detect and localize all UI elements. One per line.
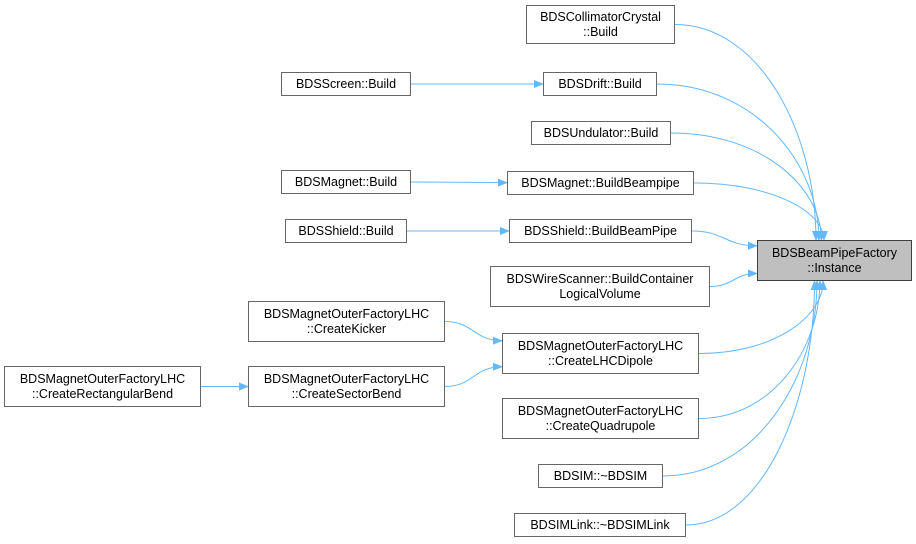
node-label-line: BDSMagnetOuterFactoryLHC — [517, 403, 684, 418]
node-label-line: BDSIMLink::~BDSIMLink — [530, 517, 670, 532]
edge-n_magnet_build-to-n_magnet_beampipe — [410, 178, 508, 187]
node-label-line: BDSShield::BuildBeamPipe — [524, 223, 677, 238]
node-bdsmagnetouterfactorylhc-createquadrupole[interactable]: BDSMagnetOuterFactoryLHC ::CreateQuadrup… — [502, 398, 699, 439]
edge-n_drift-to-n_instance — [656, 83, 823, 241]
node-bdsimlink-destructor[interactable]: BDSIMLink::~BDSIMLink — [514, 513, 686, 537]
node-bdsshield-build[interactable]: BDSShield::Build — [285, 219, 407, 243]
node-label-line: ::CreateKicker — [306, 321, 387, 336]
node-label-line: ::CreateLHCDipole — [548, 353, 653, 368]
node-label-line: BDSWireScanner::BuildContainer — [506, 271, 694, 286]
node-label-line: BDSShield::Build — [298, 223, 394, 238]
edge-n_undulator-to-n_instance — [670, 132, 826, 241]
node-label-line: BDSIM::~BDSIM — [553, 468, 648, 483]
edge-n_shield_beampipe-to-n_instance — [691, 230, 758, 250]
node-bdsmagnetouterfactorylhc-createsectorbend[interactable]: BDSMagnetOuterFactoryLHC ::CreateSectorB… — [248, 366, 445, 407]
node-bdswirescanner-buildcontainerlogicalvolume[interactable]: BDSWireScanner::BuildContainer LogicalVo… — [490, 266, 710, 307]
node-label-line: ::Instance — [807, 260, 862, 275]
node-bdsdrift-build[interactable]: BDSDrift::Build — [543, 72, 657, 96]
node-label-line: BDSMagnetOuterFactoryLHC — [263, 371, 430, 386]
node-label-line: BDSMagnetOuterFactoryLHC — [19, 371, 186, 386]
node-label-line: BDSUndulator::Build — [543, 125, 659, 140]
edge-n_magnet_beampipe-to-n_instance — [693, 182, 828, 241]
edge-n_lhcdipole-to-n_instance — [698, 280, 828, 354]
node-label-line: LogicalVolume — [559, 286, 641, 301]
node-label-line: ::CreateQuadrupole — [545, 418, 656, 433]
edge-n_kicker-to-n_lhcdipole — [444, 321, 503, 345]
node-label-line: BDSDrift::Build — [558, 76, 642, 91]
node-bdsmagnetouterfactorylhc-createlhcdipole[interactable]: BDSMagnetOuterFactoryLHC ::CreateLHCDipo… — [502, 333, 699, 374]
edge-n_wirescanner-to-n_instance — [709, 269, 758, 287]
node-bdsmagnet-build[interactable]: BDSMagnet::Build — [281, 170, 411, 194]
node-label-line: BDSMagnet::Build — [294, 174, 398, 189]
node-label-line: BDSMagnetOuterFactoryLHC — [263, 306, 430, 321]
node-bdsmagnetouterfactorylhc-createkicker[interactable]: BDSMagnetOuterFactoryLHC ::CreateKicker — [248, 301, 445, 342]
node-bdscollimatorcrystal-build[interactable]: BDSCollimatorCrystal ::Build — [526, 5, 675, 44]
node-label-line: BDSMagnet::BuildBeampipe — [521, 175, 680, 190]
edge-n_sectorbend-to-n_lhcdipole — [444, 362, 503, 387]
node-label-line: BDSMagnetOuterFactoryLHC — [517, 338, 684, 353]
node-bdsbeampipefactory-instance: BDSBeamPipeFactory ::Instance — [757, 240, 912, 281]
node-label-line: ::CreateSectorBend — [291, 386, 402, 401]
node-label-line: ::Build — [583, 24, 618, 39]
edge-n_quadrupole-to-n_instance — [698, 280, 824, 419]
edge-n_collimator-to-n_instance — [674, 24, 820, 241]
node-label-line: BDSCollimatorCrystal — [540, 9, 661, 24]
node-bdsim-destructor[interactable]: BDSIM::~BDSIM — [538, 464, 663, 488]
edge-n_bdsim-to-n_instance — [662, 280, 821, 477]
node-label-line: BDSBeamPipeFactory — [771, 245, 898, 260]
node-bdsshield-buildbeampipe[interactable]: BDSShield::BuildBeamPipe — [509, 219, 692, 243]
node-label-line: BDSScreen::Build — [295, 76, 397, 91]
node-bdsscreen-build[interactable]: BDSScreen::Build — [281, 72, 411, 96]
node-bdsmagnetouterfactorylhc-createrectangularbend[interactable]: BDSMagnetOuterFactoryLHC ::CreateRectang… — [4, 366, 201, 407]
node-bdsundulator-build[interactable]: BDSUndulator::Build — [531, 121, 671, 145]
node-bdsmagnet-buildbeampipe[interactable]: BDSMagnet::BuildBeampipe — [507, 171, 694, 195]
node-label-line: ::CreateRectangularBend — [31, 386, 174, 401]
edge-n_bdsimlink-to-n_instance — [685, 280, 819, 526]
